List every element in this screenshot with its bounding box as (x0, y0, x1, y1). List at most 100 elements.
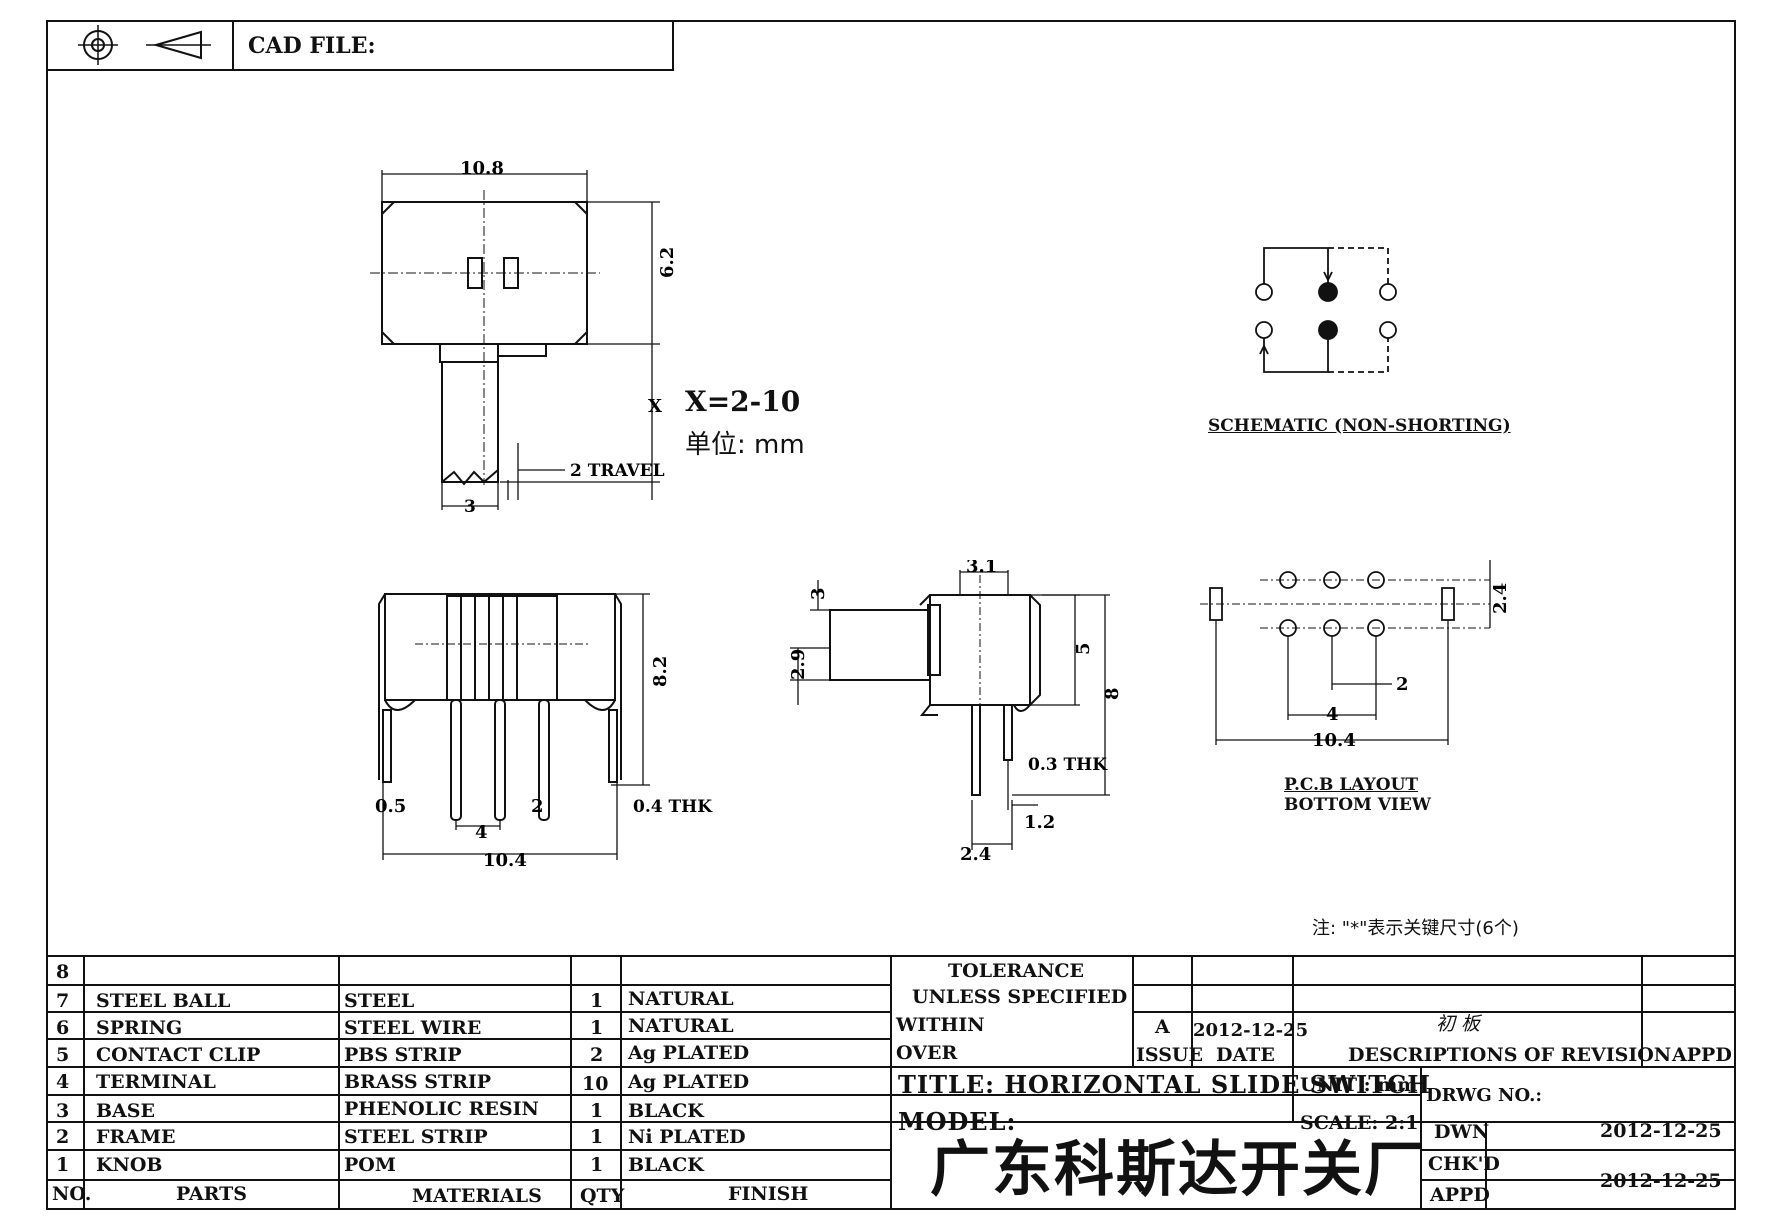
descriptions-label: DESCRIPTIONS OF REVISION (1348, 1044, 1672, 1066)
bom-part: FRAME (96, 1126, 176, 1148)
title-block-grid (46, 955, 1736, 1209)
bom-no: 3 (56, 1100, 70, 1122)
bom-qty: 1 (590, 1154, 604, 1176)
dim-pcb-pitch2: 2 (1396, 674, 1409, 695)
dim-pcb-height: 2.4 (1490, 583, 1511, 614)
bom-part: SPRING (96, 1017, 183, 1039)
dim-knob: 3 (808, 587, 829, 600)
schematic-drawing (1255, 247, 1397, 373)
dim-top: 3.1 (966, 560, 997, 577)
dim-thk: 0.3 THK (1028, 755, 1108, 775)
bom-header-qty: QTY (580, 1185, 625, 1207)
rev-letter: A (1155, 1016, 1170, 1038)
chkd-date: 2012-12-25 (1600, 1170, 1722, 1192)
dim-pitch2: 2 (531, 796, 544, 817)
bom-header-materials: MATERIALS (412, 1185, 542, 1207)
bom-part: BASE (96, 1100, 156, 1122)
dwn-label: DWN (1434, 1121, 1490, 1143)
bom-no: 6 (56, 1017, 70, 1039)
chkd-label: CHK'D (1428, 1153, 1500, 1175)
bom-material: BRASS STRIP (344, 1071, 492, 1093)
dim-height: 6.2 (657, 247, 678, 278)
dim-pitch-small: 0.5 (375, 796, 406, 817)
dim-pcb-pitch4: 4 (1326, 704, 1339, 725)
side-view-drawing: 3.1 3 2.9 5 8 0.3 THK 1.2 2.4 (788, 560, 1123, 865)
issue-label: ISSUE (1136, 1044, 1203, 1066)
dim-body-h: 5 (1073, 642, 1094, 655)
top-view-drawing: 10.8 6.2 X 2 TRAVEL 3 (370, 160, 678, 517)
bom-material: PBS STRIP (344, 1044, 462, 1066)
dim-pcb-total: 10.4 (1312, 730, 1356, 751)
bom-header-no: NO. (52, 1183, 92, 1205)
dim-height: 8.2 (650, 656, 671, 687)
rev-description: 初 板 (1436, 1013, 1481, 1035)
bom-no: 1 (56, 1154, 70, 1176)
dim-pitch: 4 (475, 822, 488, 843)
unit-label: UNIT : mm (1300, 1074, 1418, 1096)
bom-part: TERMINAL (96, 1071, 216, 1093)
bom-finish: NATURAL (628, 988, 734, 1010)
drawing-title: TITLE: HORIZONTAL SLIDE SWITCH (898, 1070, 1431, 1099)
dim-x: X (648, 396, 662, 417)
bom-no: 2 (56, 1126, 70, 1148)
bom-finish: BLACK (628, 1154, 704, 1176)
dim-knob: 3 (464, 497, 476, 517)
unless-specified: UNLESS SPECIFIED (912, 986, 1128, 1008)
bom-part: STEEL BALL (96, 990, 231, 1012)
front-view-drawing: 0.5 4 2 0.4 THK 10.4 8.2 (375, 593, 713, 871)
x-note: X=2-10 (685, 385, 801, 418)
header-box (46, 20, 674, 71)
bom-no: 4 (56, 1071, 70, 1093)
dim-travel: 2 TRAVEL (570, 461, 665, 481)
appd-label: APPD (1672, 1044, 1732, 1066)
bom-no: 5 (56, 1044, 70, 1066)
bom-material: STEEL WIRE (344, 1017, 482, 1039)
bom-finish: NATURAL (628, 1015, 734, 1037)
dim-thk: 0.4 THK (633, 797, 713, 817)
bom-no: 7 (56, 990, 70, 1012)
bom-header-finish: FINISH (728, 1183, 809, 1205)
bom-material: STEEL STRIP (344, 1126, 488, 1148)
bom-qty: 2 (590, 1044, 604, 1066)
dim-lead: 1.2 (1024, 812, 1055, 833)
bom-part: CONTACT CLIP (96, 1044, 261, 1066)
dim-width: 10.8 (460, 160, 504, 179)
bom-qty: 10 (582, 1073, 609, 1095)
bom-no: 8 (56, 961, 70, 983)
bom-finish: Ag PLATED (628, 1042, 750, 1064)
scale-label: SCALE: 2:1 (1300, 1112, 1419, 1134)
pcb-label1: P.C.B LAYOUT (1284, 775, 1419, 795)
appd2-label: APPD (1430, 1184, 1490, 1206)
rev-date: 2012-12-25 (1193, 1020, 1309, 1041)
bom-finish: BLACK (628, 1100, 704, 1122)
pcb-layout-drawing: 2.4 2 4 10.4 (1200, 560, 1511, 751)
bom-finish: Ni PLATED (628, 1126, 746, 1148)
unit-note: 单位: mm (685, 430, 805, 460)
bom-material: PHENOLIC RESIN (344, 1098, 539, 1120)
over-label: OVER (896, 1042, 958, 1064)
within-label: WITHIN (896, 1014, 985, 1036)
bom-material: STEEL (344, 990, 415, 1012)
model-label: MODEL: (898, 1107, 1017, 1136)
bom-material: POM (344, 1154, 396, 1176)
projection-symbol-icon (78, 25, 211, 65)
cad-file-label: CAD FILE: (248, 33, 376, 59)
dim-knob-h: 2.9 (788, 649, 809, 680)
tolerance-label: TOLERANCE (948, 960, 1085, 982)
dim-total: 10.4 (483, 850, 527, 871)
bom-qty: 1 (590, 1100, 604, 1122)
bom-qty: 1 (590, 1126, 604, 1148)
bom-finish: Ag PLATED (628, 1071, 750, 1093)
bom-qty: 1 (590, 990, 604, 1012)
schematic-label: SCHEMATIC (NON-SHORTING) (1208, 416, 1511, 436)
dim-total-h: 8 (1102, 687, 1123, 700)
date-label: DATE (1216, 1044, 1275, 1066)
dwn-date: 2012-12-25 (1600, 1120, 1722, 1142)
pcb-label2: BOTTOM VIEW (1284, 795, 1431, 815)
bom-part: KNOB (96, 1154, 163, 1176)
key-dimension-note: 注: "*"表示关键尺寸(6个) (1312, 918, 1519, 939)
bom-header-parts: PARTS (176, 1183, 247, 1205)
company-name: 广东科斯达开关厂 (930, 1135, 1426, 1205)
drwg-no-label: DRWG NO.: (1426, 1085, 1543, 1106)
dim-spacing: 2.4 (960, 844, 991, 865)
